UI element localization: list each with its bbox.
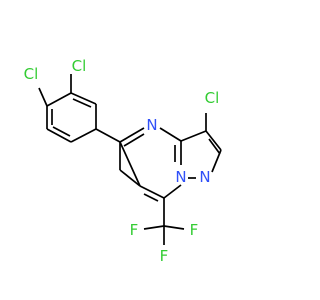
bond [70,128,97,143]
bond [163,184,182,199]
chlorine-atom-label: Cl [205,89,220,107]
bond [139,185,165,199]
bond [180,130,207,142]
bond [159,127,182,142]
bond [143,225,165,230]
molecule-structure-diagram: Cl Cl Cl N N N F F F [0,0,300,300]
bond [38,87,48,107]
bond [119,169,141,187]
bond [72,98,92,108]
bond [46,128,72,143]
bond [205,130,222,151]
bond [143,193,159,202]
bond [70,92,97,105]
pyrazole-nitrogen-atom-label: N [199,168,210,186]
fluorine-atom-label: F [160,247,169,265]
bond [211,149,222,173]
bond [119,127,145,143]
bond [119,141,141,187]
fluorine-atom-label: F [130,221,139,239]
chlorine-atom-label: Cl [24,65,39,83]
chlorine-atom-label: Cl [72,57,87,75]
bond [52,126,71,137]
bond-layer [38,74,222,245]
fluorine-atom-label: F [190,221,199,239]
bridgehead-nitrogen-atom-label: N [175,168,186,186]
atom-label-layer: Cl Cl Cl N N N F F F [24,57,220,265]
bond [123,133,145,147]
bond [163,225,185,230]
bond [208,138,221,155]
ring-nitrogen-atom-label: N [146,116,157,134]
bond [95,128,121,143]
bond [46,92,72,107]
diagram-background [0,0,300,300]
